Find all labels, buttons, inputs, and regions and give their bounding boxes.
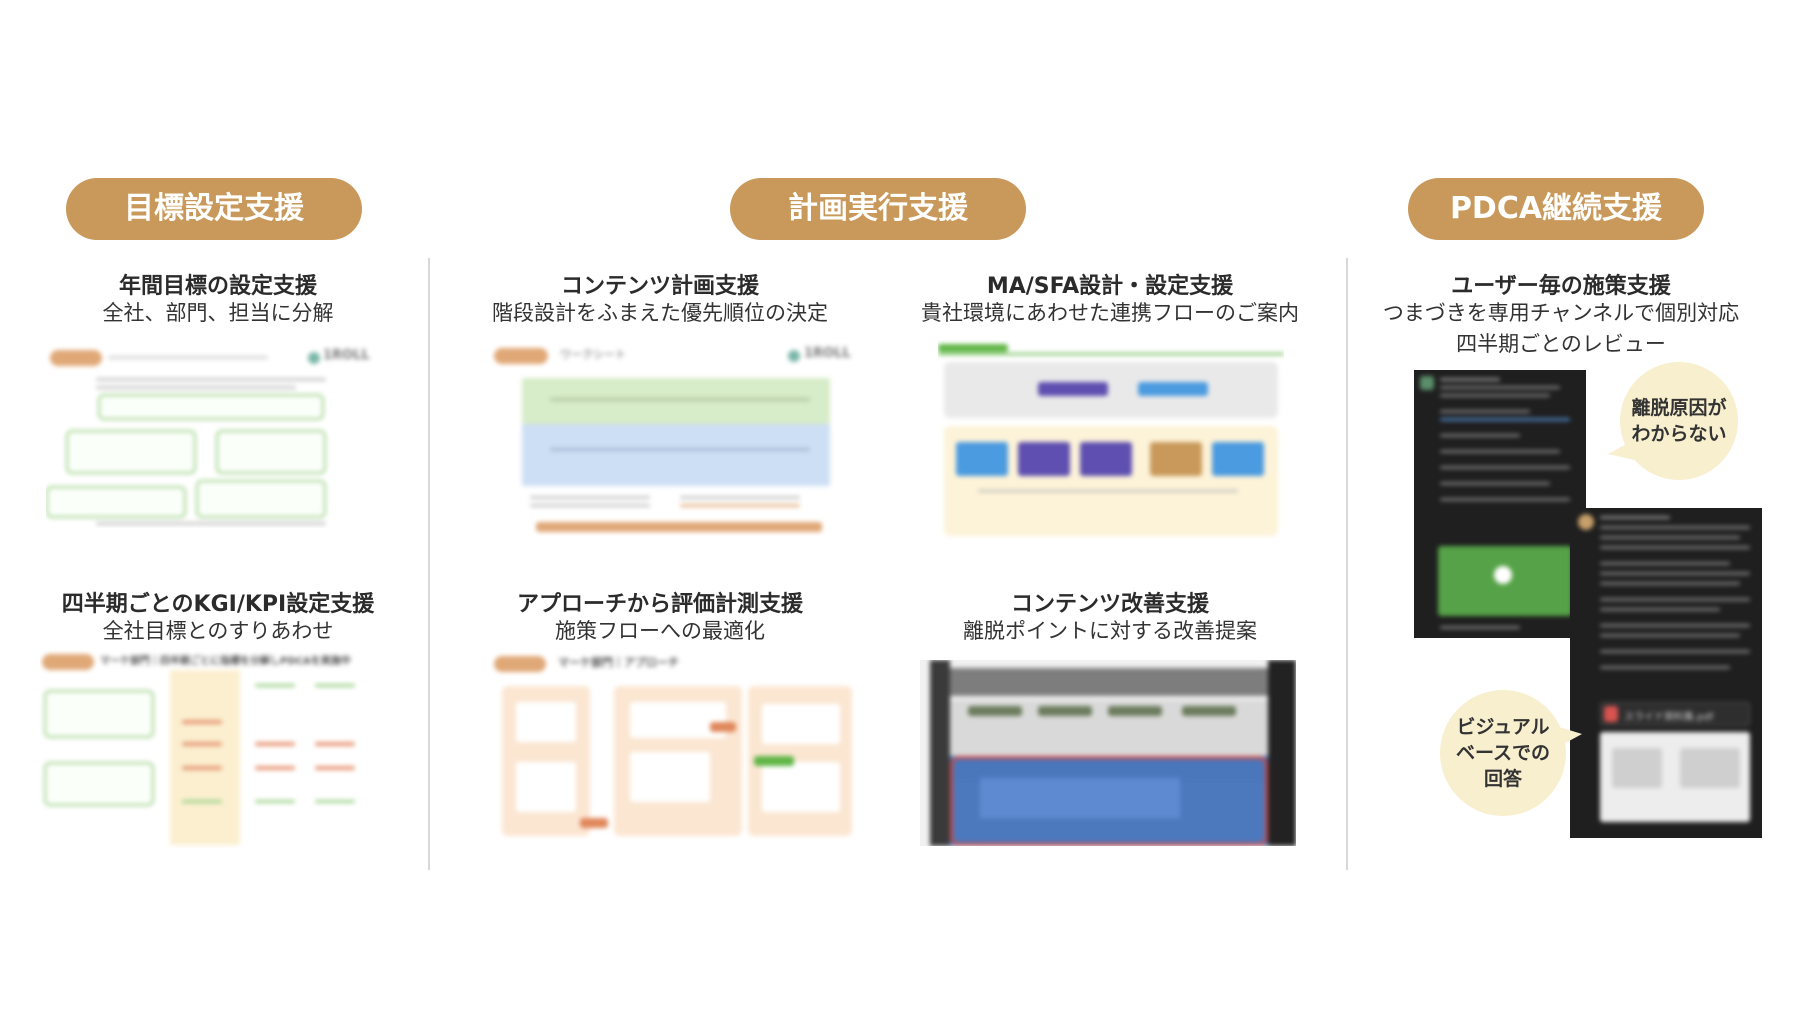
- card-title-content-plan: コンテンツ計画支援: [560, 274, 759, 299]
- bubble-visual-line3: 回答: [1483, 768, 1522, 790]
- divider-right: [1346, 258, 1348, 870]
- bubble-churn-tail: [1608, 440, 1634, 460]
- pill-goal-setting: 目標設定支援: [66, 178, 362, 240]
- bubble-churn-line2: わからない: [1631, 423, 1727, 445]
- bubble-visual-tail: [1556, 726, 1582, 748]
- card-title-quarterly: 四半期ごとのKGI/KPI設定支援: [61, 592, 375, 617]
- card-title-approach: アプローチから評価計測支援: [516, 592, 803, 617]
- card-subtitle-user-measure-2: 四半期ごとのレビュー: [1456, 332, 1666, 356]
- thumbnail-content-improve-chart: [920, 660, 1296, 846]
- thumbnail-ma-sfa-flow: [938, 340, 1284, 544]
- card-title-annual: 年間目標の設定支援: [118, 274, 317, 299]
- pill-plan-execution: 計画実行支援: [730, 178, 1026, 240]
- card-title-user-measure: ユーザー毎の施策支援: [1451, 274, 1671, 299]
- card-subtitle-content-improve: 離脱ポイントに対する改善提案: [963, 619, 1257, 643]
- thumb-file-name: スライド資料集.pdf: [1624, 712, 1714, 723]
- thumbnail-annual-worksheet: 1ROLL: [46, 338, 376, 528]
- chat-screenshot-2: スライド資料集.pdf: [1570, 508, 1762, 838]
- logo-text: 1ROLL: [323, 348, 370, 363]
- thumbnail-quarterly-kpi: マーケ部門｜四半期ごとに指標を分解しPDCAを実施中: [40, 650, 380, 850]
- card-subtitle-ma-sfa: 貴社環境にあわせた連携フローのご案内: [921, 301, 1299, 325]
- card-subtitle-approach: 施策フローへの最適化: [555, 619, 765, 643]
- bubble-visual-line2: ベースでの: [1455, 742, 1551, 764]
- card-subtitle-annual: 全社、部門、担当に分解: [102, 301, 334, 325]
- bubble-churn-cause: 離脱原因が わからない: [1620, 362, 1738, 480]
- thumbnail-content-plan: ワークシート 1ROLL: [490, 338, 862, 548]
- bubble-churn-line1: 離脱原因が: [1631, 397, 1727, 419]
- card-subtitle-user-measure-1: つまづきを専用チャンネルで個別対応: [1382, 301, 1740, 325]
- divider-left: [428, 258, 430, 870]
- chat-screenshot-1: [1414, 370, 1586, 638]
- logo-text-2: 1ROLL: [804, 346, 851, 361]
- thumbnail-approach-flow: マーケ部門｜アプローチ: [490, 652, 864, 858]
- bubble-visual-answer: ビジュアル ベースでの 回答: [1440, 690, 1566, 816]
- bubble-visual-line1: ビジュアル: [1456, 716, 1550, 738]
- pill-pdca: PDCA継続支援: [1408, 178, 1704, 240]
- card-subtitle-content-plan: 階段設計をふまえた優先順位の決定: [492, 301, 828, 325]
- thumb-plan-header: マーケ部門｜四半期ごとに指標を分解しPDCAを実施中: [100, 656, 351, 667]
- card-title-content-improve: コンテンツ改善支援: [1010, 592, 1209, 617]
- thumb-approach-header: マーケ部門｜アプローチ: [558, 656, 679, 669]
- card-subtitle-quarterly: 全社目標とのすりあわせ: [102, 619, 334, 643]
- card-title-ma-sfa: MA/SFA設計・設定支援: [986, 274, 1234, 299]
- thumb-worksheet: ワークシート: [560, 348, 626, 361]
